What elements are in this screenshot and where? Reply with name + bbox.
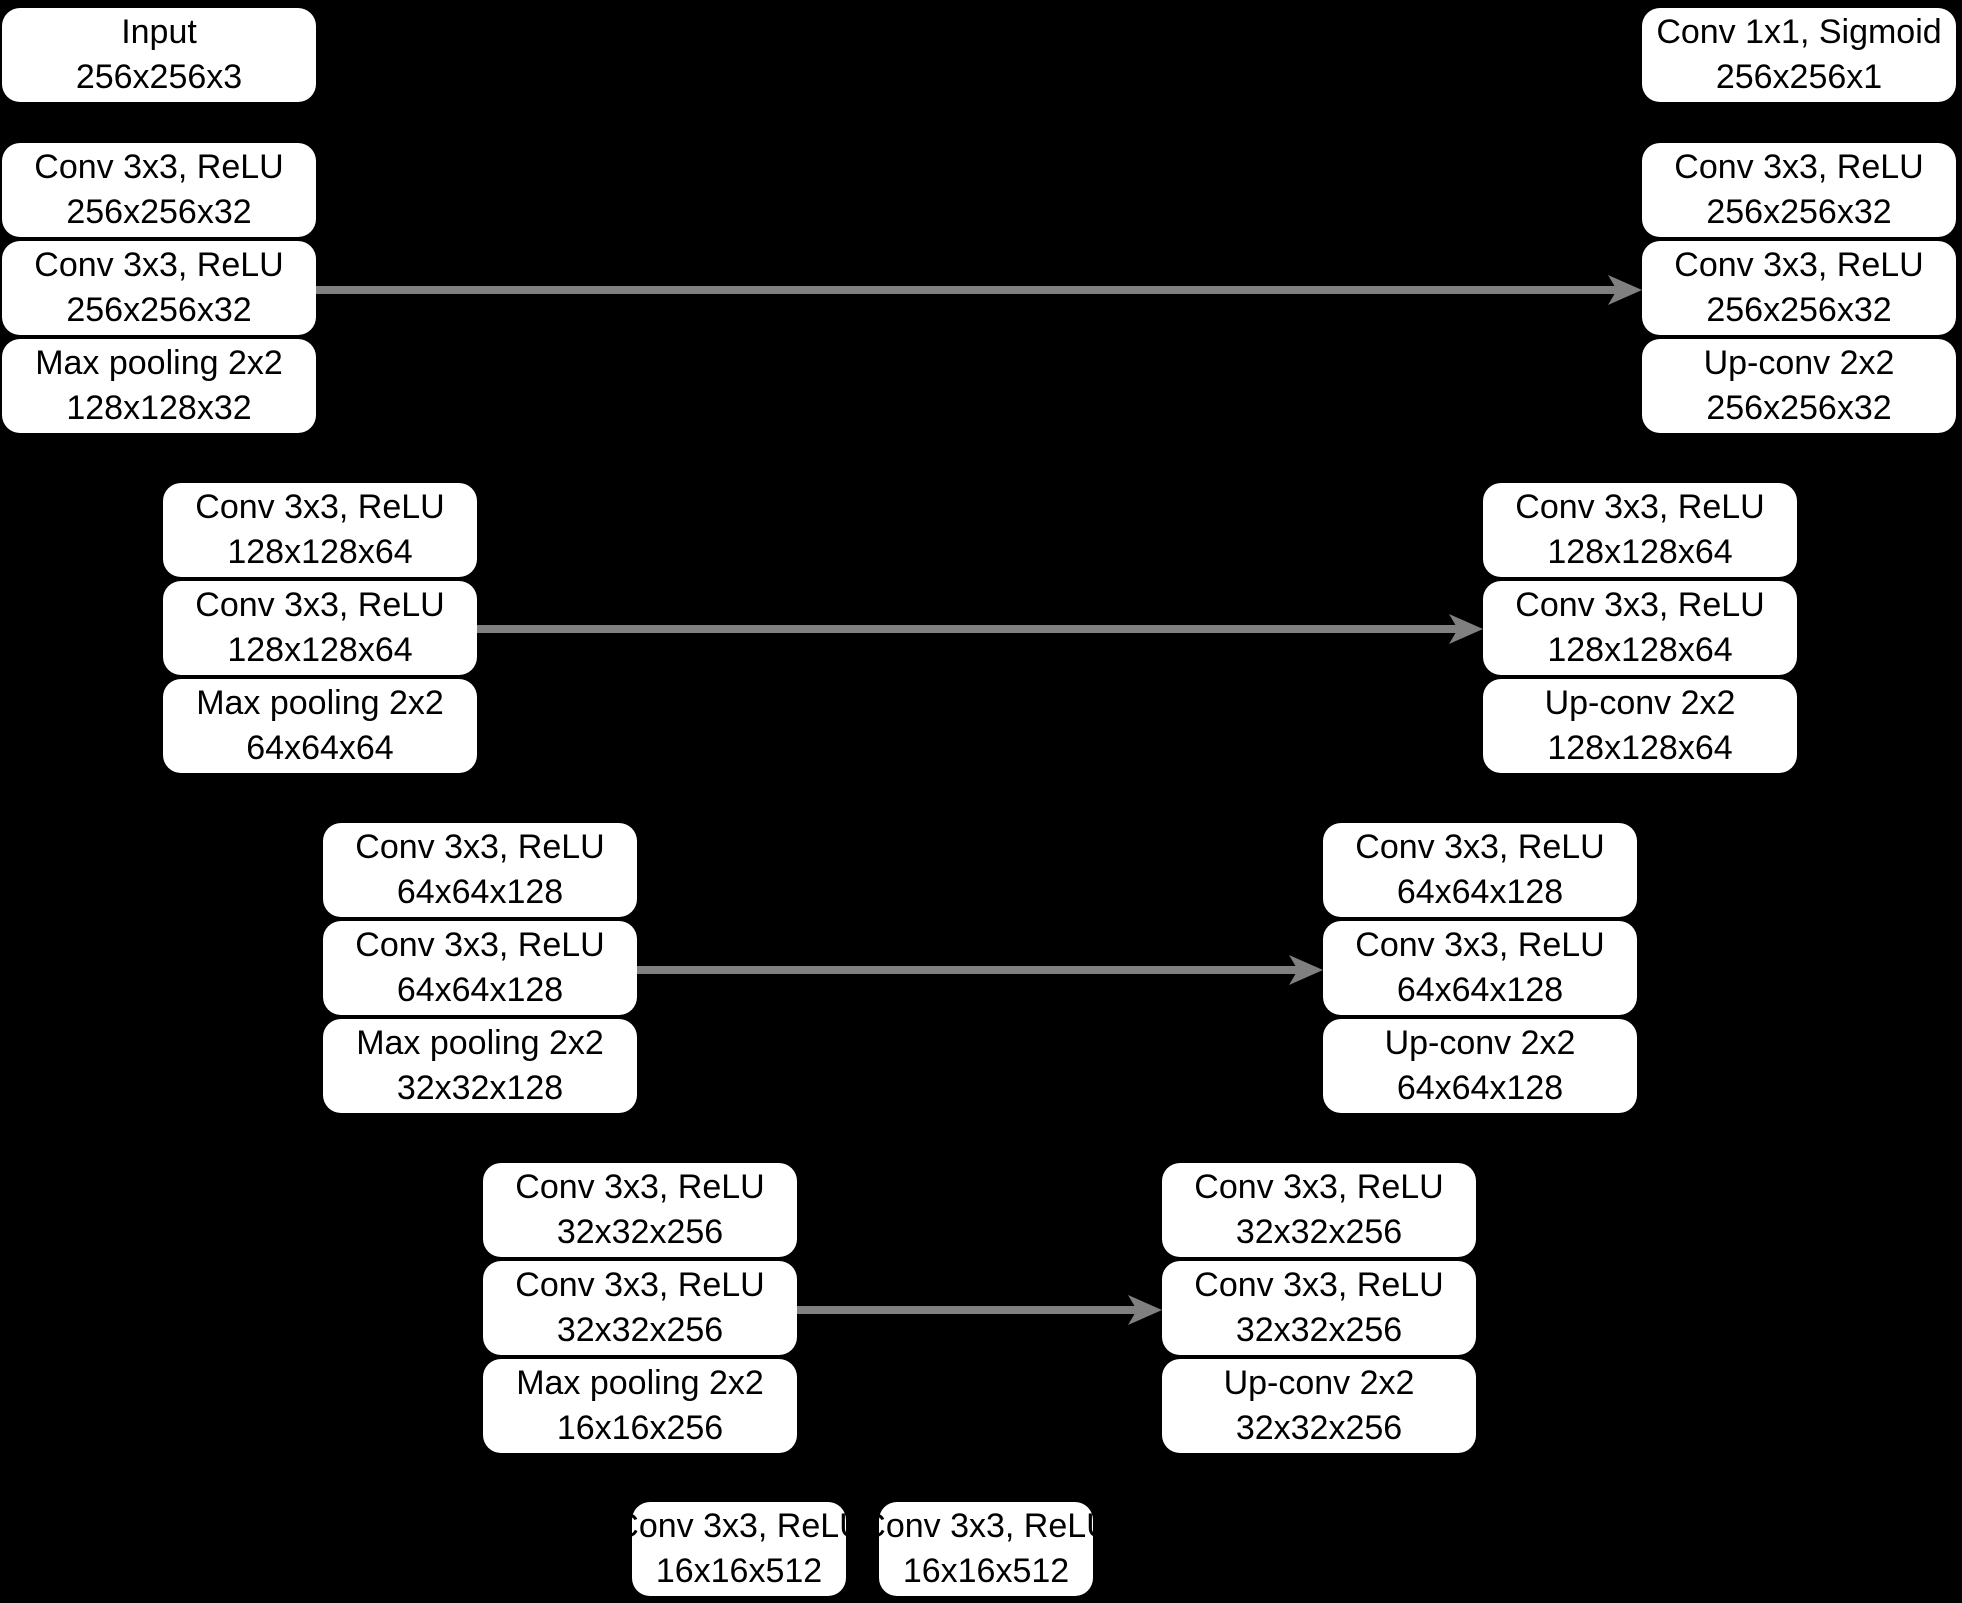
node-label: Conv 3x3, ReLU bbox=[1355, 828, 1605, 866]
node-shape: 64x64x128 bbox=[396, 971, 564, 1009]
node-shape: 128x128x32 bbox=[66, 389, 252, 427]
node-label: Conv 1x1, Sigmoid bbox=[1656, 13, 1942, 51]
node-label: Conv 3x3, ReLU bbox=[1515, 586, 1765, 624]
node-shape: 256x256x32 bbox=[66, 291, 252, 329]
node-enc1-conv2: Conv 3x3, ReLU 256x256x32 bbox=[2, 241, 316, 335]
skip-connection-arrow-level-1 bbox=[316, 275, 1642, 305]
node-shape: 128x128x64 bbox=[1547, 729, 1733, 767]
node-shape: 32x32x128 bbox=[396, 1069, 564, 1107]
arrow-shaft bbox=[637, 966, 1299, 974]
node-label: Max pooling 2x2 bbox=[35, 344, 283, 382]
skip-connection-arrow-level-3 bbox=[637, 955, 1323, 985]
node-shape: 64x64x128 bbox=[1396, 971, 1564, 1009]
node-dec1-upconv: Up-conv 2x2 256x256x32 bbox=[1642, 339, 1956, 433]
node-shape: 32x32x256 bbox=[556, 1213, 724, 1251]
node-enc4-maxpool: Max pooling 2x2 16x16x256 bbox=[483, 1359, 797, 1453]
node-label: Conv 3x3, ReLU bbox=[34, 246, 284, 284]
node-label: Conv 3x3, ReLU bbox=[355, 926, 605, 964]
node-label: Up-conv 2x2 bbox=[1384, 1024, 1576, 1062]
node-enc4-conv1: Conv 3x3, ReLU 32x32x256 bbox=[483, 1163, 797, 1257]
node-label: Conv 3x3, ReLU bbox=[1674, 148, 1924, 186]
node-output: Conv 1x1, Sigmoid 256x256x1 bbox=[1642, 8, 1956, 102]
node-dec1-conv2: Conv 3x3, ReLU 256x256x32 bbox=[1642, 241, 1956, 335]
arrow-shaft bbox=[797, 1306, 1138, 1314]
node-enc2-conv2: Conv 3x3, ReLU 128x128x64 bbox=[163, 581, 477, 675]
node-label: Max pooling 2x2 bbox=[516, 1364, 764, 1402]
node-dec2-conv2: Conv 3x3, ReLU 128x128x64 bbox=[1483, 581, 1797, 675]
node-shape: 32x32x256 bbox=[556, 1311, 724, 1349]
node-bottleneck-conv1: Conv 3x3, ReLU 16x16x512 bbox=[614, 1502, 864, 1596]
node-label: Up-conv 2x2 bbox=[1703, 344, 1895, 382]
node-label: Conv 3x3, ReLU bbox=[861, 1507, 1111, 1545]
node-label: Conv 3x3, ReLU bbox=[195, 586, 445, 624]
node-shape: 256x256x3 bbox=[75, 58, 243, 96]
node-label: Conv 3x3, ReLU bbox=[515, 1168, 765, 1206]
node-enc2-maxpool: Max pooling 2x2 64x64x64 bbox=[163, 679, 477, 773]
node-enc4-conv2: Conv 3x3, ReLU 32x32x256 bbox=[483, 1261, 797, 1355]
node-enc3-conv1: Conv 3x3, ReLU 64x64x128 bbox=[323, 823, 637, 917]
node-bottleneck-conv2: Conv 3x3, ReLU 16x16x512 bbox=[861, 1502, 1111, 1596]
node-label: Conv 3x3, ReLU bbox=[1674, 246, 1924, 284]
node-enc3-conv2: Conv 3x3, ReLU 64x64x128 bbox=[323, 921, 637, 1015]
node-dec4-conv2: Conv 3x3, ReLU 32x32x256 bbox=[1162, 1261, 1476, 1355]
node-dec2-upconv: Up-conv 2x2 128x128x64 bbox=[1483, 679, 1797, 773]
node-shape: 16x16x512 bbox=[655, 1552, 823, 1590]
node-label: Input bbox=[121, 13, 197, 51]
node-enc1-maxpool: Max pooling 2x2 128x128x32 bbox=[2, 339, 316, 433]
node-shape: 128x128x64 bbox=[1547, 533, 1733, 571]
node-dec3-conv1: Conv 3x3, ReLU 64x64x128 bbox=[1323, 823, 1637, 917]
node-shape: 128x128x64 bbox=[227, 631, 413, 669]
node-shape: 128x128x64 bbox=[227, 533, 413, 571]
node-label: Conv 3x3, ReLU bbox=[34, 148, 284, 186]
node-shape: 32x32x256 bbox=[1235, 1409, 1403, 1447]
node-shape: 256x256x32 bbox=[66, 193, 252, 231]
node-label: Up-conv 2x2 bbox=[1544, 684, 1736, 722]
arrow-shaft bbox=[316, 286, 1618, 294]
node-label: Conv 3x3, ReLU bbox=[1515, 488, 1765, 526]
node-shape: 16x16x512 bbox=[902, 1552, 1070, 1590]
node-label: Max pooling 2x2 bbox=[196, 684, 444, 722]
node-dec3-conv2: Conv 3x3, ReLU 64x64x128 bbox=[1323, 921, 1637, 1015]
node-label: Conv 3x3, ReLU bbox=[614, 1507, 864, 1545]
node-shape: 256x256x32 bbox=[1706, 389, 1892, 427]
node-input: Input 256x256x3 bbox=[2, 8, 316, 102]
skip-connection-arrow-level-2 bbox=[477, 614, 1483, 644]
node-shape: 16x16x256 bbox=[556, 1409, 724, 1447]
node-shape: 256x256x1 bbox=[1715, 58, 1883, 96]
node-label: Up-conv 2x2 bbox=[1223, 1364, 1415, 1402]
node-shape: 64x64x64 bbox=[246, 729, 394, 767]
node-label: Conv 3x3, ReLU bbox=[1194, 1266, 1444, 1304]
node-label: Conv 3x3, ReLU bbox=[515, 1266, 765, 1304]
node-shape: 32x32x256 bbox=[1235, 1213, 1403, 1251]
node-label: Conv 3x3, ReLU bbox=[1355, 926, 1605, 964]
node-dec1-conv1: Conv 3x3, ReLU 256x256x32 bbox=[1642, 143, 1956, 237]
node-label: Conv 3x3, ReLU bbox=[355, 828, 605, 866]
node-shape: 64x64x128 bbox=[1396, 1069, 1564, 1107]
node-label: Conv 3x3, ReLU bbox=[1194, 1168, 1444, 1206]
node-dec4-conv1: Conv 3x3, ReLU 32x32x256 bbox=[1162, 1163, 1476, 1257]
node-enc1-conv1: Conv 3x3, ReLU 256x256x32 bbox=[2, 143, 316, 237]
skip-connection-arrow-level-4 bbox=[797, 1295, 1162, 1325]
node-shape: 256x256x32 bbox=[1706, 291, 1892, 329]
node-enc2-conv1: Conv 3x3, ReLU 128x128x64 bbox=[163, 483, 477, 577]
node-shape: 256x256x32 bbox=[1706, 193, 1892, 231]
node-shape: 64x64x128 bbox=[396, 873, 564, 911]
node-dec3-upconv: Up-conv 2x2 64x64x128 bbox=[1323, 1019, 1637, 1113]
node-label: Conv 3x3, ReLU bbox=[195, 488, 445, 526]
node-enc3-maxpool: Max pooling 2x2 32x32x128 bbox=[323, 1019, 637, 1113]
node-dec2-conv1: Conv 3x3, ReLU 128x128x64 bbox=[1483, 483, 1797, 577]
node-shape: 32x32x256 bbox=[1235, 1311, 1403, 1349]
arrow-shaft bbox=[477, 625, 1459, 633]
node-shape: 64x64x128 bbox=[1396, 873, 1564, 911]
node-label: Max pooling 2x2 bbox=[356, 1024, 604, 1062]
node-dec4-upconv: Up-conv 2x2 32x32x256 bbox=[1162, 1359, 1476, 1453]
node-shape: 128x128x64 bbox=[1547, 631, 1733, 669]
